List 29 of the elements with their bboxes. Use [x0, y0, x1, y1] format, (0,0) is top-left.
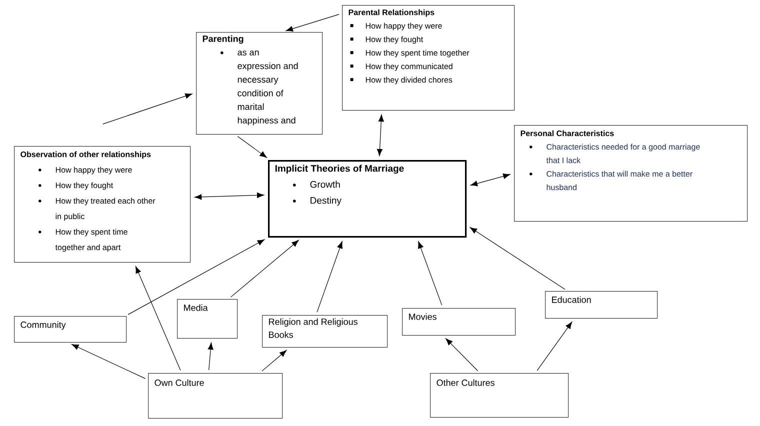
topic-box: Other Cultures — [430, 373, 569, 418]
topic-box: Community — [14, 316, 127, 343]
arrow — [418, 241, 442, 306]
topic-box: Movies — [402, 308, 516, 336]
arrow — [376, 114, 384, 156]
arrow — [446, 338, 478, 372]
arrow — [102, 93, 192, 124]
topic-box: Observation of other relationships How happy they were How they fought How they treated each other in public How they spent time together and apart — [14, 146, 191, 263]
topic-box: Personal Characteristics Characteristics needed for a good marriage that I lack Characteristics that will make me a better husband — [514, 125, 748, 222]
topic-box: Parenting as an expression and necessary condition of marital happiness and — [196, 32, 323, 135]
arrow — [470, 173, 510, 186]
arrow — [316, 241, 343, 312]
arrow — [128, 239, 265, 315]
topic-box: Parental Relationships How happy they were How they fought How they spent time together How they communicated How they divided chores — [342, 5, 515, 111]
central-box: Implicit Theories of Marriage Growth Destiny — [268, 160, 467, 238]
arrow — [286, 14, 340, 32]
arrow — [262, 350, 287, 372]
arrow — [135, 266, 181, 371]
arrow — [72, 344, 146, 379]
topic-box: Media — [177, 299, 238, 339]
arrow — [194, 192, 264, 200]
topic-box: Education — [545, 291, 658, 319]
arrow — [470, 227, 566, 290]
arrow — [230, 240, 299, 298]
arrow — [208, 342, 214, 370]
arrow — [237, 136, 267, 158]
topic-box: Religion and Religious Books — [262, 315, 388, 348]
topic-box: Own Culture — [148, 373, 283, 419]
arrow — [536, 322, 572, 371]
